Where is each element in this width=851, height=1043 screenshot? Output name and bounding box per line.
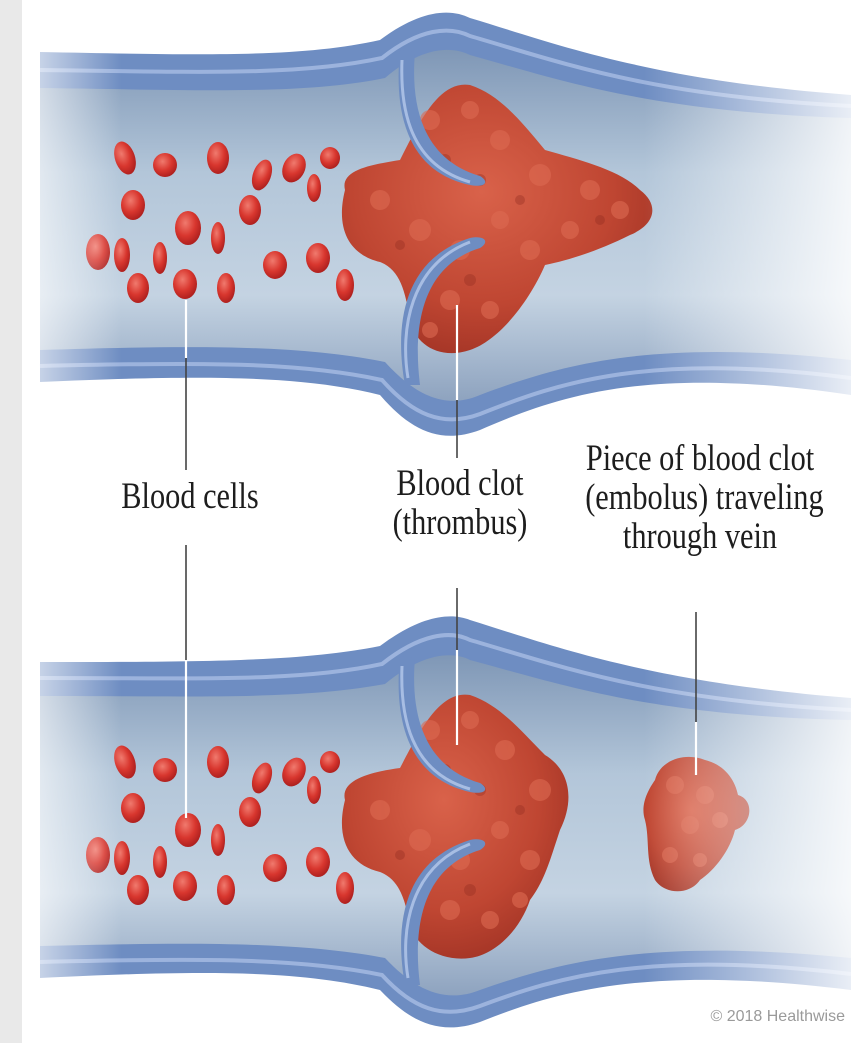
label-embolus: Piece of blood clot (embolus) traveling … xyxy=(585,440,815,557)
label-blood-clot-line1: Blood clot xyxy=(378,465,542,504)
label-embolus-line2: (embolus) traveling xyxy=(585,479,815,518)
copyright-notice: © 2018 Healthwise xyxy=(710,1008,845,1026)
label-blood-clot-line2: (thrombus) xyxy=(378,504,542,543)
bottom-vein xyxy=(22,600,851,1043)
label-blood-cells: Blood cells xyxy=(112,478,268,517)
label-embolus-line3: through vein xyxy=(585,518,815,557)
top-vein xyxy=(22,0,851,440)
label-embolus-line1: Piece of blood clot xyxy=(585,440,815,479)
label-blood-cells-text: Blood cells xyxy=(112,478,268,517)
label-blood-clot: Blood clot (thrombus) xyxy=(378,465,542,543)
